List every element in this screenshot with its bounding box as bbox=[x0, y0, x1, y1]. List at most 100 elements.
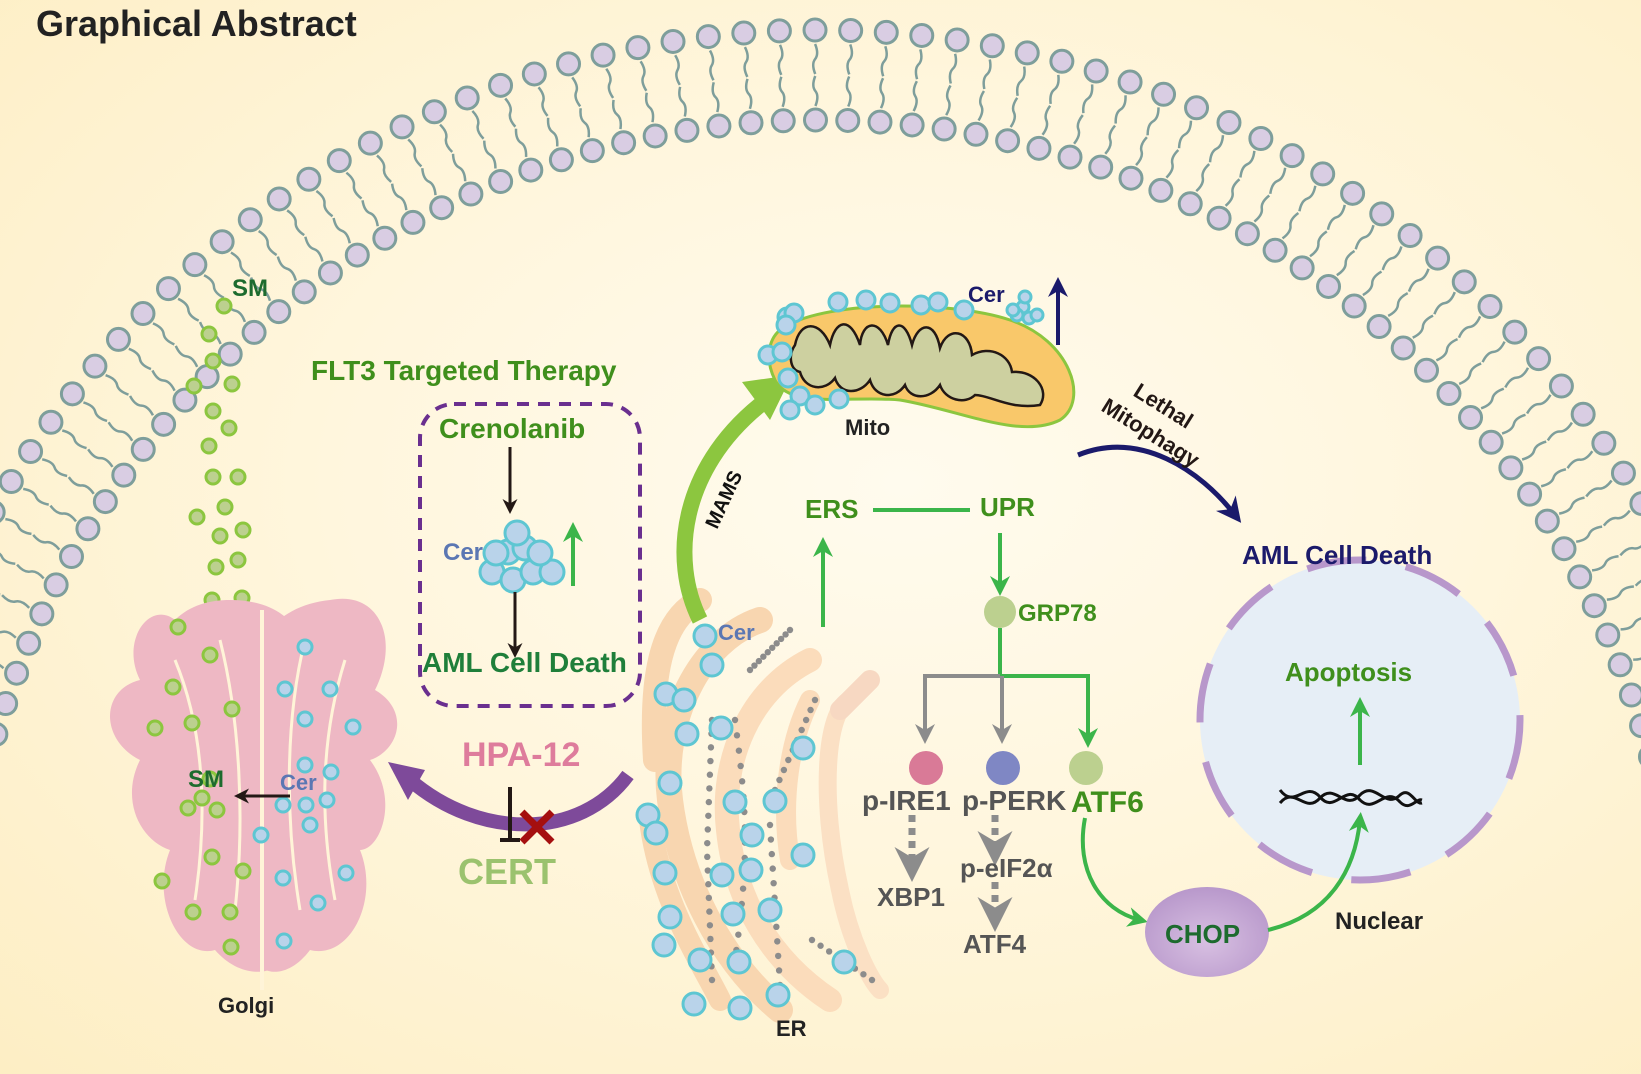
lipid-tail bbox=[1195, 163, 1211, 193]
lipid-head bbox=[590, 42, 616, 68]
lipid-head bbox=[838, 17, 864, 43]
lipid-head bbox=[1177, 191, 1203, 217]
lipid-tail bbox=[1073, 114, 1084, 145]
er-dot bbox=[860, 971, 867, 978]
lipid-tail bbox=[1407, 268, 1430, 293]
lipid-tail bbox=[571, 76, 582, 108]
er-dot bbox=[755, 657, 763, 665]
lipid-head bbox=[237, 207, 263, 233]
er-dot bbox=[798, 726, 805, 734]
lipid-head bbox=[1340, 180, 1366, 206]
lipid-head bbox=[372, 225, 398, 251]
ceramide-vesicle bbox=[757, 897, 783, 923]
lipid-tail bbox=[483, 140, 497, 169]
lipid-tail bbox=[1504, 367, 1530, 388]
ceramide-vesicle bbox=[879, 292, 901, 314]
upr-label: UPR bbox=[980, 492, 1035, 522]
lipid-head bbox=[1262, 237, 1288, 263]
lipid-head bbox=[802, 107, 828, 133]
chop-label: CHOP bbox=[1165, 919, 1240, 949]
lipid-tail bbox=[1165, 149, 1180, 179]
lipid-head bbox=[0, 501, 6, 523]
lipid-head bbox=[1436, 380, 1462, 406]
er-dot bbox=[768, 850, 776, 858]
ceramide-vesicle bbox=[804, 394, 826, 416]
lipid-tail bbox=[678, 86, 687, 117]
lipid-head bbox=[695, 24, 721, 50]
lipid-tail bbox=[611, 99, 623, 130]
sm-vesicle bbox=[193, 789, 211, 807]
nuclear-label: Nuclear bbox=[1335, 908, 1423, 935]
er-dot bbox=[708, 976, 716, 984]
lipid-head bbox=[1478, 429, 1504, 455]
er-dot bbox=[775, 967, 783, 974]
sm-vesicle bbox=[211, 527, 229, 545]
lipid-tail bbox=[1558, 496, 1585, 515]
lipid-head bbox=[0, 722, 9, 747]
lipid-tail bbox=[105, 374, 129, 396]
lipid-tail bbox=[1336, 249, 1356, 277]
lipid-head bbox=[266, 186, 292, 212]
lipid-head bbox=[1216, 110, 1242, 136]
er-dot bbox=[766, 821, 774, 829]
ceramide-vesicle bbox=[779, 399, 801, 421]
er-dot bbox=[704, 839, 711, 847]
lipid-tail bbox=[1015, 66, 1026, 97]
er-dot bbox=[735, 931, 742, 938]
ers-label: ERS bbox=[805, 494, 858, 524]
lipid-tail bbox=[345, 171, 363, 200]
lipid-head bbox=[674, 117, 700, 143]
lipid-head bbox=[454, 85, 480, 111]
lipid-head bbox=[4, 660, 30, 686]
ceramide-vesicle bbox=[855, 289, 877, 311]
er-cer-label: Cer bbox=[718, 620, 755, 645]
lipid-tail bbox=[471, 110, 485, 140]
grp78-label: GRP78 bbox=[1018, 600, 1097, 627]
lipid-tail bbox=[537, 86, 549, 117]
lipid-head bbox=[1581, 593, 1607, 619]
er-dot bbox=[808, 936, 816, 944]
lipid-head bbox=[1390, 335, 1416, 361]
lipid-head bbox=[625, 35, 651, 61]
lipid-head bbox=[296, 166, 322, 192]
lipid-tail bbox=[546, 117, 559, 147]
sm-vesicle bbox=[208, 801, 226, 819]
sm-vesicle bbox=[164, 678, 182, 696]
ceramide-vesicle bbox=[526, 539, 554, 567]
lipid-tail bbox=[977, 90, 986, 122]
er-dot bbox=[764, 649, 771, 656]
lipid-head bbox=[909, 22, 935, 48]
ceramide-vesicle bbox=[726, 949, 752, 975]
ceramide-vesicle bbox=[657, 904, 683, 930]
lipid-head bbox=[1148, 177, 1174, 203]
lipid-tail bbox=[845, 75, 852, 107]
lipid-head bbox=[1526, 346, 1552, 372]
er-dot bbox=[706, 771, 714, 778]
lipid-tail bbox=[1135, 136, 1148, 167]
lipid-head bbox=[1629, 491, 1641, 517]
lipid-tail bbox=[1298, 185, 1317, 212]
golgi-apparatus bbox=[110, 598, 398, 990]
chop-to-dna-arrow bbox=[1267, 812, 1369, 932]
lipid-tail bbox=[1620, 617, 1641, 631]
lipid-tail bbox=[1435, 337, 1459, 362]
lipid-head bbox=[209, 229, 235, 255]
ceramide-vesicle bbox=[771, 341, 793, 363]
lipid-head bbox=[1498, 455, 1524, 481]
atf6-to-chop-arrow bbox=[1080, 817, 1148, 927]
lipid-tail bbox=[1177, 120, 1193, 149]
mito-label: Mito bbox=[845, 415, 890, 440]
lipid-head bbox=[931, 116, 957, 142]
sm-vesicle bbox=[146, 719, 164, 737]
ceramide-vesicle bbox=[692, 623, 718, 649]
lipid-tail bbox=[276, 256, 298, 281]
golgi-cer-label: Cer bbox=[280, 770, 317, 795]
lipid-tail bbox=[1433, 291, 1456, 315]
lipid-head bbox=[172, 387, 198, 413]
lipid-tail bbox=[361, 200, 379, 227]
lipid-head bbox=[1610, 460, 1636, 486]
er-dot bbox=[705, 812, 712, 819]
lipid-tail bbox=[32, 534, 61, 551]
lipid-tail bbox=[504, 97, 517, 128]
ceramide-vesicle bbox=[720, 901, 746, 927]
